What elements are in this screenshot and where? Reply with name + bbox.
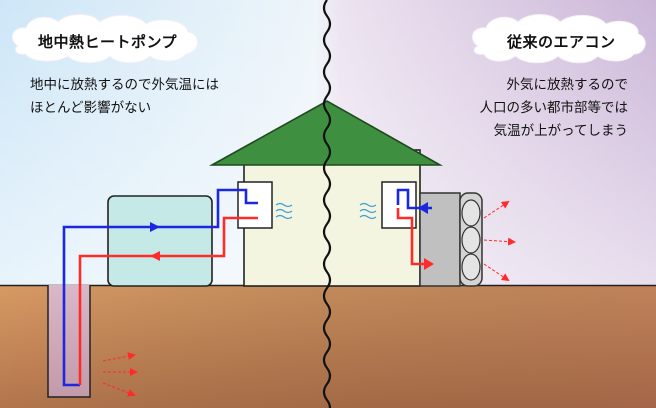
flow-arrow-blue	[150, 222, 160, 232]
house	[208, 100, 444, 287]
left-caption-line: 地中に放熱するので外気温には	[30, 77, 219, 93]
air-waves-left	[275, 202, 293, 220]
right-title: 従来のエアコン	[507, 33, 616, 51]
right-caption-line: 人口の多い都市部等では	[479, 100, 629, 116]
heat-pump-unit	[107, 195, 213, 287]
cloud-left	[11, 14, 198, 64]
cold-pipe-right	[396, 188, 432, 210]
hot-pipe-left	[78, 216, 258, 385]
hot-pipe-right	[396, 208, 432, 266]
right-caption-line: 気温が上がってしまう	[493, 123, 628, 139]
divider-wave	[322, 0, 332, 408]
cold-pipe-left	[62, 188, 258, 387]
pipes-right	[396, 188, 434, 270]
cloud-right	[471, 14, 646, 64]
house-roof	[208, 100, 444, 166]
flow-arrow-red-right	[424, 258, 434, 270]
left-title: 地中熱ヒートポンプ	[38, 33, 178, 51]
pipes-left	[62, 188, 258, 387]
flow-arrow-blue-right	[418, 202, 428, 214]
heat-arrows-ground	[102, 352, 138, 397]
flow-arrow-red	[150, 251, 160, 261]
air-waves-right	[359, 202, 377, 220]
left-caption: 地中に放熱するので外気温には ほとんど影響がない	[30, 74, 219, 120]
right-caption: 外気に放熱するので 人口の多い都市部等では 気温が上がってしまう	[480, 74, 629, 143]
right-caption-line: 外気に放熱するので	[506, 77, 629, 93]
heat-arrows-air	[483, 200, 516, 282]
left-caption-line: ほとんど影響がない	[30, 100, 152, 116]
ground-well	[47, 285, 91, 398]
